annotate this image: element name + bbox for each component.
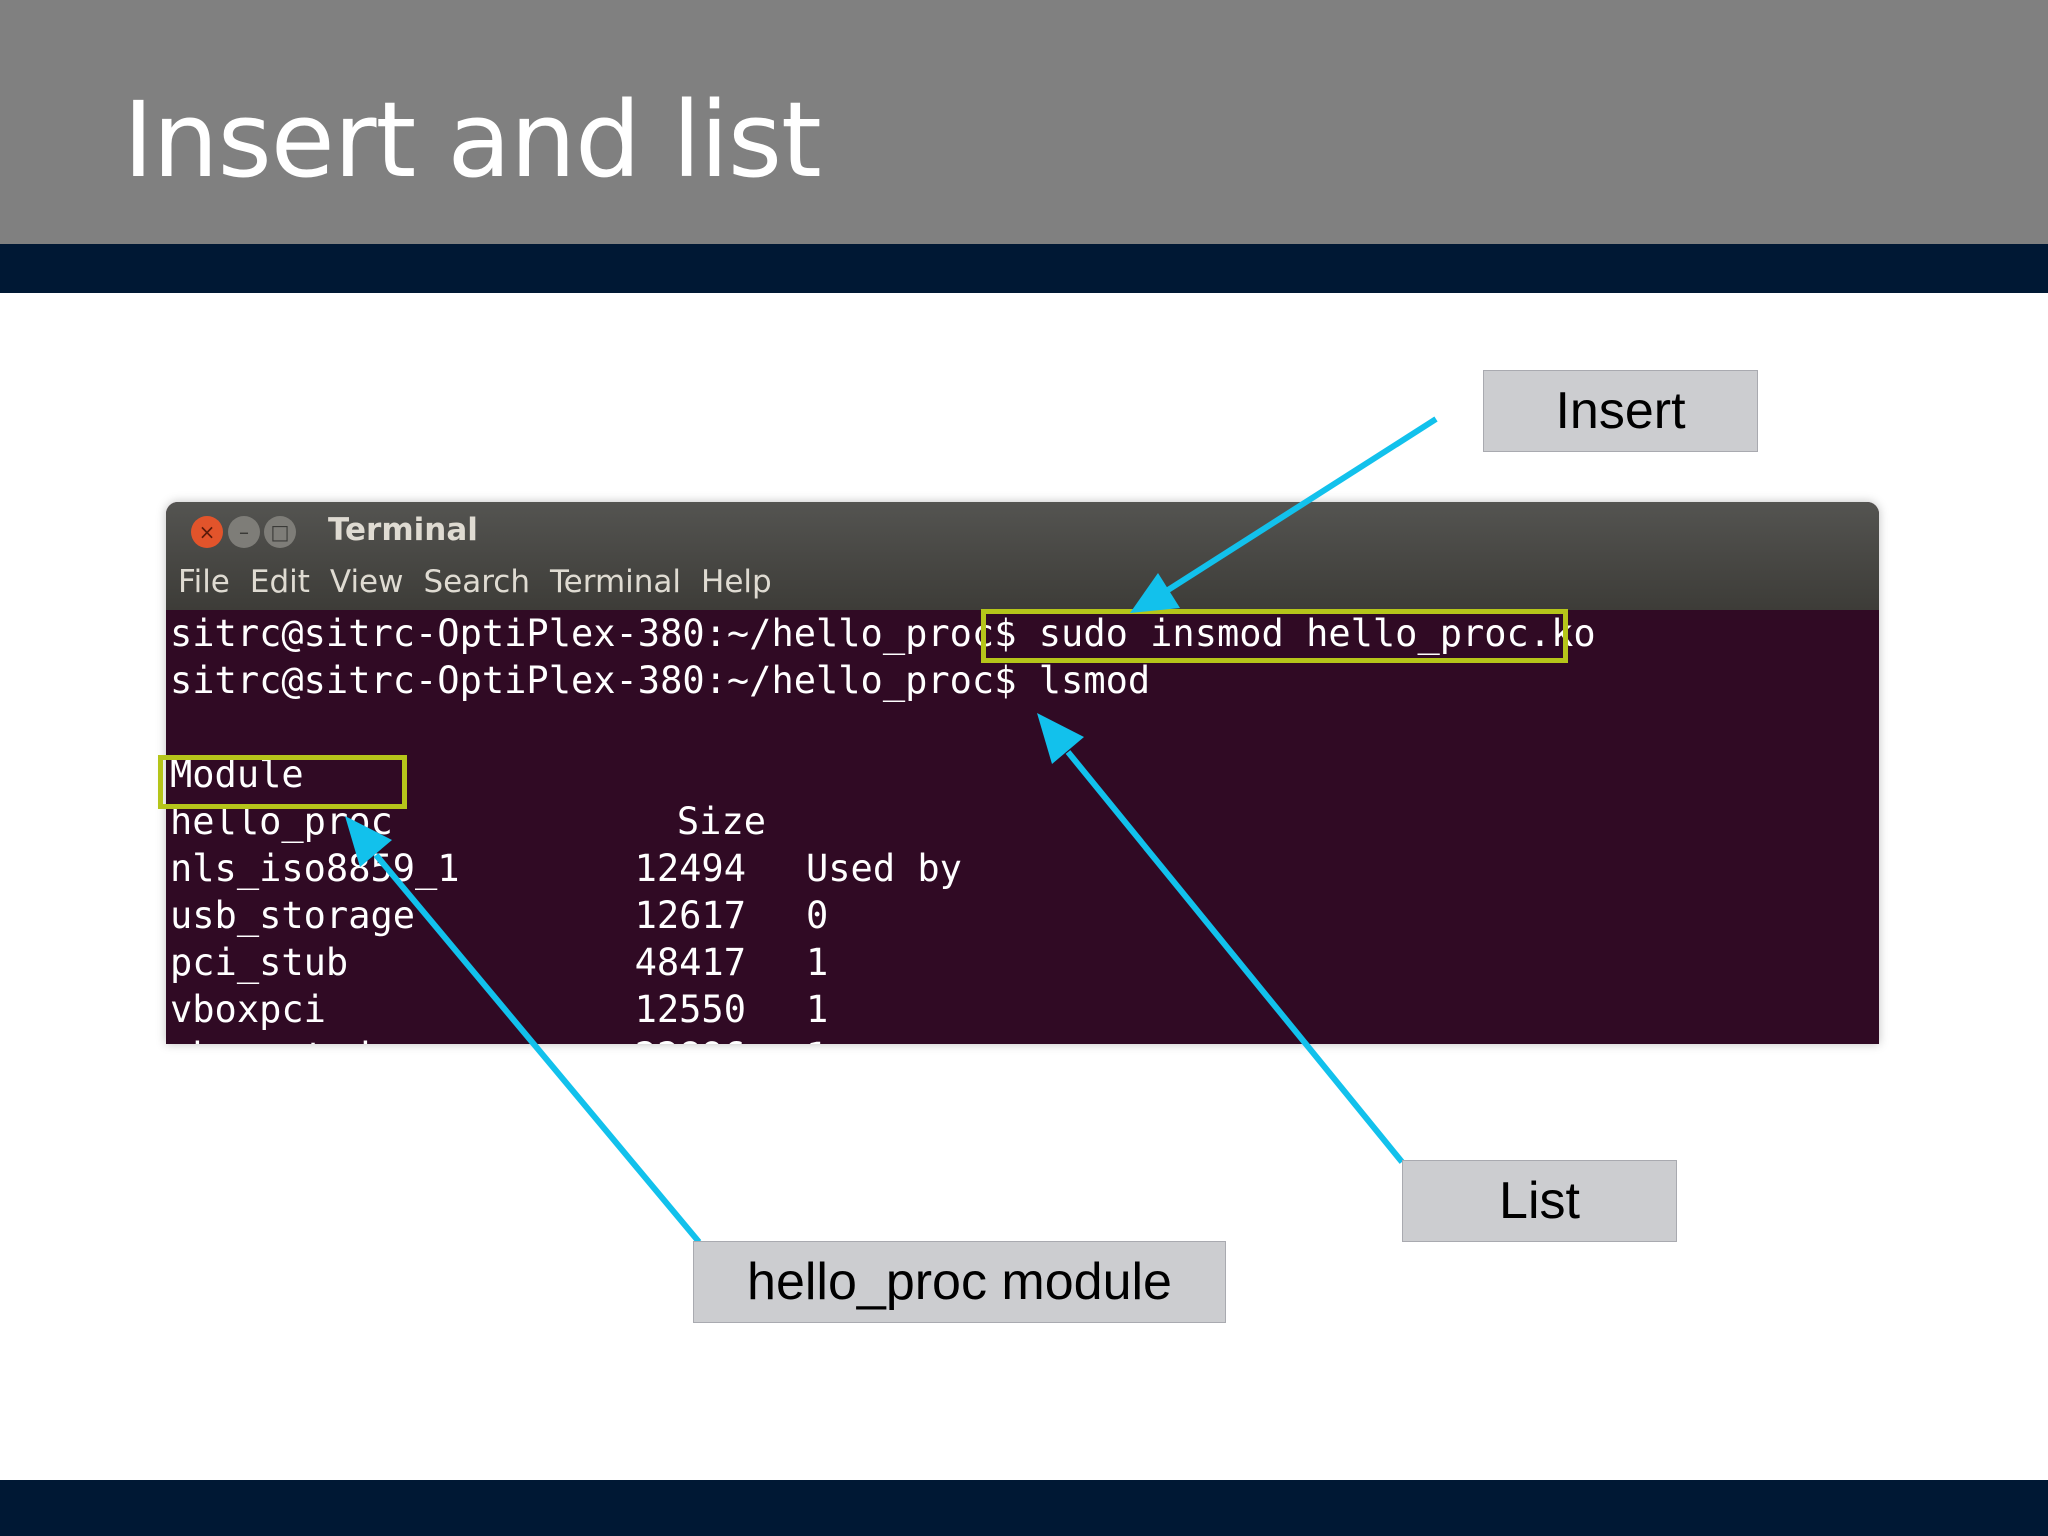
terminal-title: Terminal xyxy=(328,512,478,548)
list-callout: List xyxy=(1402,1160,1677,1242)
module-size: 22896 xyxy=(566,1033,746,1044)
terminal-screenshot: × – □ Terminal File Edit View Search Termina… xyxy=(166,502,1879,1044)
menu-edit[interactable]: Edit xyxy=(249,564,310,600)
command-line: sitrc@sitrc-OptiPlex-380:~/hello_proc$ s… xyxy=(170,610,1596,657)
prompt: sitrc@sitrc-OptiPlex-380:~/hello_proc$ xyxy=(170,612,1017,655)
slide-header xyxy=(0,0,2048,244)
module-name: pci_stub xyxy=(170,941,349,984)
insmod-highlight xyxy=(981,609,1568,663)
module-used-by: 0 xyxy=(806,894,829,937)
footer-band xyxy=(0,1480,2048,1536)
module-size: 12617 xyxy=(634,894,746,937)
table-header: Module Size Used by xyxy=(170,704,962,890)
header-band xyxy=(0,244,2048,293)
prompt: sitrc@sitrc-OptiPlex-380:~/hello_proc$ xyxy=(170,659,1017,702)
table-row: vboxpci 22896 0 xyxy=(170,939,746,1044)
module-callout: hello_proc module xyxy=(693,1241,1226,1323)
module-used-by: 1 xyxy=(806,1033,828,1044)
table-row: vboxnetadp 25636 0 xyxy=(170,986,393,1044)
terminal-titlebar: × – □ Terminal File Edit View Search Termina… xyxy=(166,502,1879,610)
slide-title: Insert and list xyxy=(123,79,822,201)
maximize-icon[interactable]: □ xyxy=(264,516,296,548)
column-header-size: Size xyxy=(676,800,766,843)
module-size: 48417 xyxy=(634,941,746,984)
column-header-used-by: Used by xyxy=(806,847,962,890)
module-size: 12550 xyxy=(634,988,746,1031)
module-used-by: 1 xyxy=(806,988,829,1031)
terminal-output: sitrc@sitrc-OptiPlex-380:~/hello_proc$ s… xyxy=(170,610,1879,1044)
menu-search[interactable]: Search xyxy=(423,564,531,600)
command-line: sitrc@sitrc-OptiPlex-380:~/hello_proc$ l… xyxy=(170,657,1150,704)
module-size: 12494 xyxy=(634,847,746,890)
command-insmod: sudo insmod hello_proc.ko xyxy=(1038,612,1596,655)
menu-file[interactable]: File xyxy=(178,564,230,600)
hello-proc-highlight xyxy=(158,755,407,809)
menu-view[interactable]: View xyxy=(329,564,404,600)
insert-callout: Insert xyxy=(1483,370,1758,452)
terminal-menubar: File Edit View Search Terminal Help xyxy=(178,564,792,600)
module-name: vboxnetadp xyxy=(170,1033,393,1044)
menu-terminal[interactable]: Terminal xyxy=(550,564,682,600)
command-lsmod: lsmod xyxy=(1038,659,1151,702)
minimize-icon[interactable]: – xyxy=(228,516,260,548)
table-row: pci_stub 12550 1 xyxy=(170,892,828,1044)
menu-help[interactable]: Help xyxy=(701,564,772,600)
table-row: usb_storage 48417 1 xyxy=(170,845,828,1031)
column-header-module: Module xyxy=(170,753,304,796)
close-icon[interactable]: × xyxy=(191,516,223,548)
module-used-by: 1 xyxy=(806,941,829,984)
module-name: vboxpci xyxy=(170,988,326,1031)
